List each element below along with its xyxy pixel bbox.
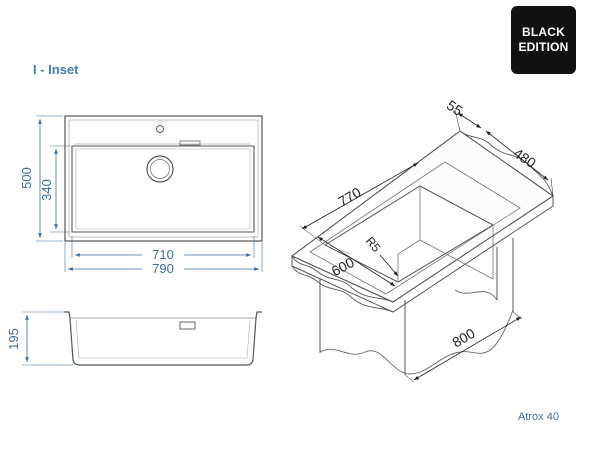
dim-195: 195 bbox=[6, 328, 21, 350]
cabinet-wave bbox=[319, 309, 514, 375]
section-title: I - Inset bbox=[33, 62, 79, 77]
overflow-slot-side bbox=[179, 321, 196, 330]
side-view: 195 bbox=[6, 311, 262, 366]
bowl-outline bbox=[71, 145, 255, 233]
side-profile bbox=[64, 311, 262, 366]
black-edition-badge: BLACK EDITION bbox=[511, 6, 576, 74]
top-view: 500 340 710 790 bbox=[19, 115, 263, 276]
tap-hole bbox=[156, 125, 164, 133]
drain-inner bbox=[150, 159, 170, 179]
iso-dim-55: 55 bbox=[444, 97, 466, 119]
badge-line-2: EDITION bbox=[518, 40, 569, 54]
inner-rim bbox=[68, 119, 259, 238]
iso-bowl-wall bbox=[397, 186, 494, 282]
dim-710: 710 bbox=[152, 247, 174, 262]
dim-790: 790 bbox=[152, 261, 174, 276]
dim-500: 500 bbox=[19, 167, 34, 189]
dim-340: 340 bbox=[39, 179, 54, 201]
drain-outer bbox=[146, 155, 174, 183]
badge-line-1: BLACK bbox=[522, 25, 565, 39]
sink-outline bbox=[64, 115, 263, 242]
iso-view: 55 480 770 R5 600 800 bbox=[290, 97, 554, 383]
iso-dim-800: 800 bbox=[449, 325, 477, 351]
model-label: Atrox 40 bbox=[518, 411, 559, 423]
overflow-slot bbox=[179, 140, 201, 146]
iso-dim-480: 480 bbox=[511, 145, 539, 171]
